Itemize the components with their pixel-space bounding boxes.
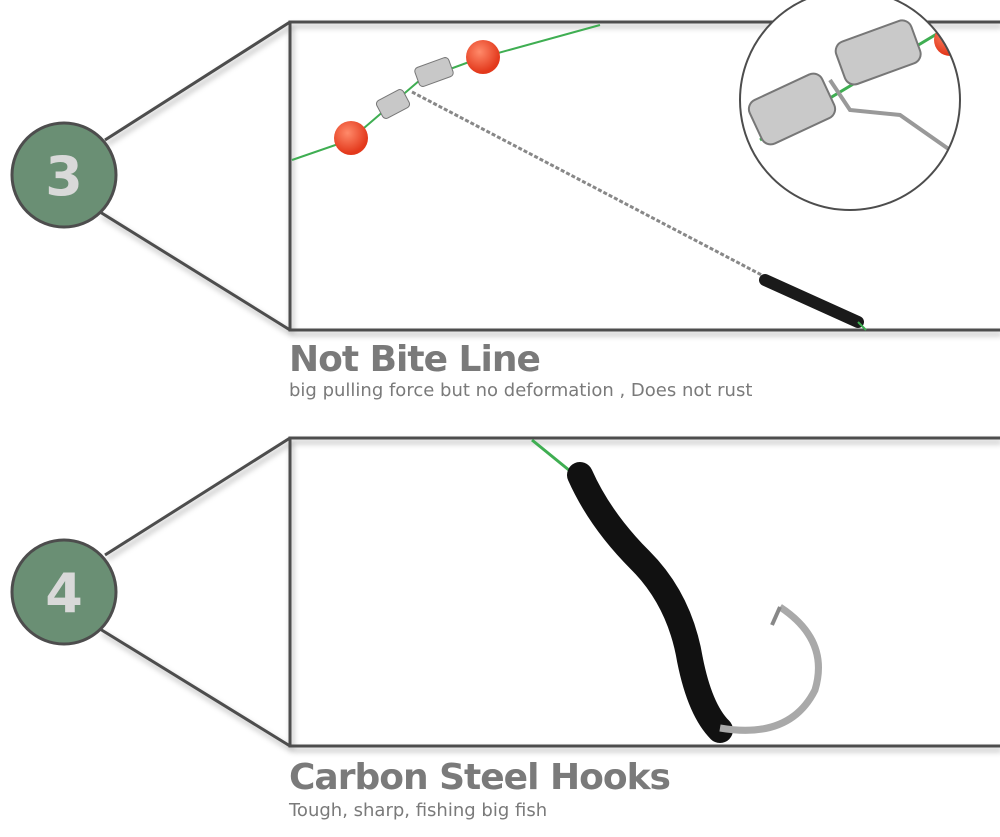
feature-panel-3: 3 bbox=[10, 0, 1000, 332]
badge-4: 4 bbox=[10, 538, 118, 646]
wire-leader-image bbox=[291, 24, 867, 331]
feature-panel-4: 4 bbox=[10, 436, 1000, 748]
callout-lines bbox=[99, 436, 1000, 748]
feature-title: Carbon Steel Hooks bbox=[289, 757, 671, 798]
callout-lines bbox=[99, 20, 1000, 332]
badge-3: 3 bbox=[10, 121, 118, 229]
feature-subtitle: big pulling force but no deformation , D… bbox=[289, 380, 753, 401]
feature-title: Not Bite Line bbox=[289, 339, 541, 380]
feature-subtitle: Tough, sharp, fishing big fish bbox=[289, 800, 548, 821]
magnified-detail bbox=[739, 0, 961, 211]
badge-number: 4 bbox=[45, 562, 83, 625]
hook-image bbox=[531, 438, 822, 743]
badge-number: 3 bbox=[45, 145, 83, 208]
